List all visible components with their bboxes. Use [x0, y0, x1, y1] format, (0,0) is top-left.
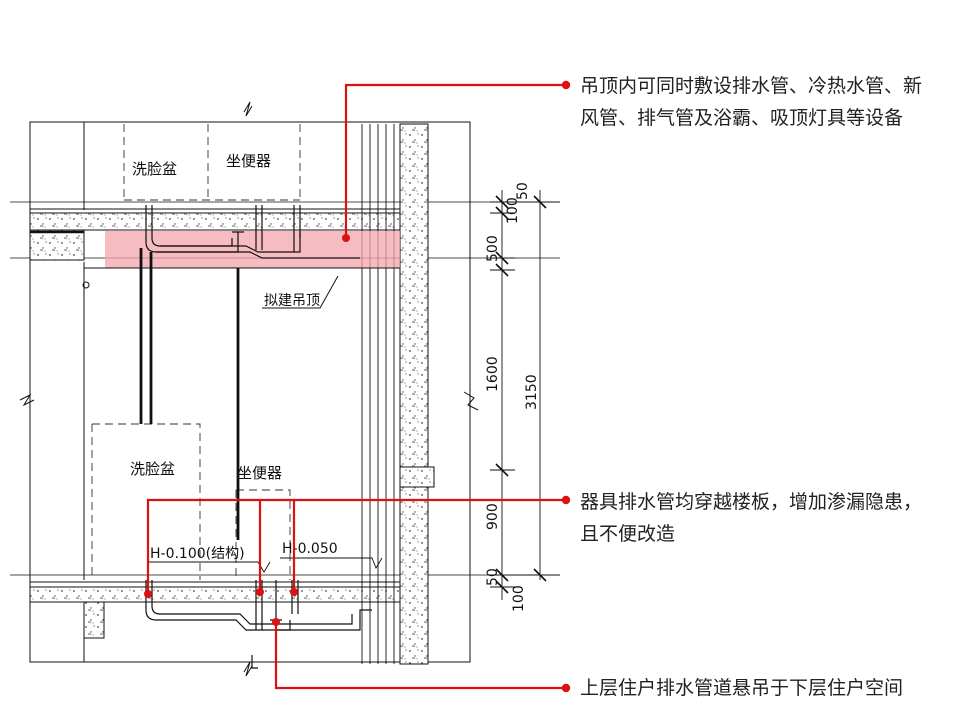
svg-text:100: 100 [511, 585, 527, 612]
level-marker-structure: H-0.100(结构) [148, 546, 271, 573]
vertical-risers [139, 248, 240, 540]
upper-floor-slab [29, 208, 401, 261]
dimension-lines [463, 190, 560, 600]
lower-drain-pipes [145, 580, 372, 669]
svg-text:500: 500 [485, 235, 501, 262]
annotation-slab-line1: 器具排水管均穿越楼板，增加渗漏隐患， [580, 491, 923, 513]
dimension-texts: 50 100 500 1600 900 50 100 3150 [485, 182, 540, 612]
level-marker-finish: H-0.050 [280, 541, 383, 570]
building-outline [19, 101, 471, 677]
svg-text:3150: 3150 [524, 374, 540, 410]
svg-text:H-0.050: H-0.050 [282, 541, 338, 557]
svg-text:50: 50 [485, 568, 501, 586]
annotation-slab: 器具排水管均穿越楼板，增加渗漏隐患， 且不便改造 [580, 486, 922, 550]
svg-text:H-0.100(结构): H-0.100(结构) [150, 546, 245, 562]
lower-floor-slab [29, 581, 401, 639]
ceiling-label: 拟建吊顶 [264, 293, 320, 309]
annotation-slab-line2: 且不便改造 [580, 523, 676, 545]
wall-marker [82, 281, 90, 289]
upper-drain-pipes [30, 205, 360, 259]
upper-toilet-label: 坐便器 [226, 152, 271, 170]
annotation-ceiling: 吊顶内可同时敷设排水管、冷热水管、新 风管、排气管及浴霸、吸顶灯具等设备 [580, 70, 922, 134]
fixture-outlines [91, 124, 301, 580]
red-leaders [146, 83, 566, 690]
lower-toilet-label: 坐便器 [237, 464, 282, 482]
annotation-ceiling-line1: 吊顶内可同时敷设排水管、冷热水管、新 [580, 75, 923, 97]
svg-text:50: 50 [515, 182, 531, 200]
annotation-suspended: 上层住户排水管道悬吊于下层住户空间 [580, 672, 903, 704]
svg-text:100: 100 [505, 197, 521, 224]
upper-basin-label: 洗脸盆 [132, 160, 177, 178]
annotation-suspended-line1: 上层住户排水管道悬吊于下层住户空间 [580, 677, 904, 699]
ceiling-label-leader [262, 275, 339, 309]
right-wall [361, 123, 435, 665]
annotation-ceiling-line2: 风管、排气管及浴霸、吸顶灯具等设备 [580, 107, 904, 129]
svg-text:900: 900 [485, 503, 501, 530]
lower-basin-label: 洗脸盆 [130, 460, 175, 478]
red-leader-dots [144, 80, 571, 693]
svg-text:1600: 1600 [485, 356, 501, 392]
